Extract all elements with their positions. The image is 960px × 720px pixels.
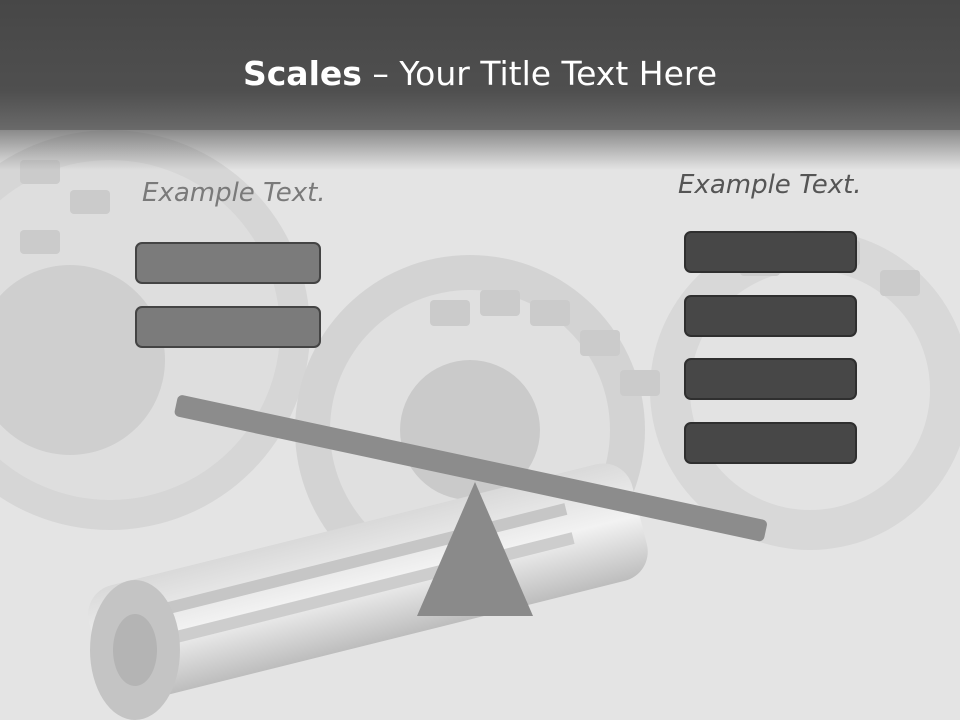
left-box-1 (135, 242, 321, 284)
right-example-label: Example Text. (678, 170, 862, 200)
left-box-2 (135, 306, 321, 348)
right-box-4 (684, 422, 857, 464)
right-box-2 (684, 295, 857, 337)
right-box-1 (684, 231, 857, 273)
title-rest: – Your Title Text Here (361, 54, 718, 93)
title-bar (0, 0, 960, 130)
slide-title: Scales – Your Title Text Here (0, 52, 960, 96)
left-example-label: Example Text. (142, 178, 326, 208)
right-box-3 (684, 358, 857, 400)
title-bold: Scales (242, 54, 362, 93)
title-fade (0, 130, 960, 170)
fulcrum-triangle (417, 482, 533, 616)
